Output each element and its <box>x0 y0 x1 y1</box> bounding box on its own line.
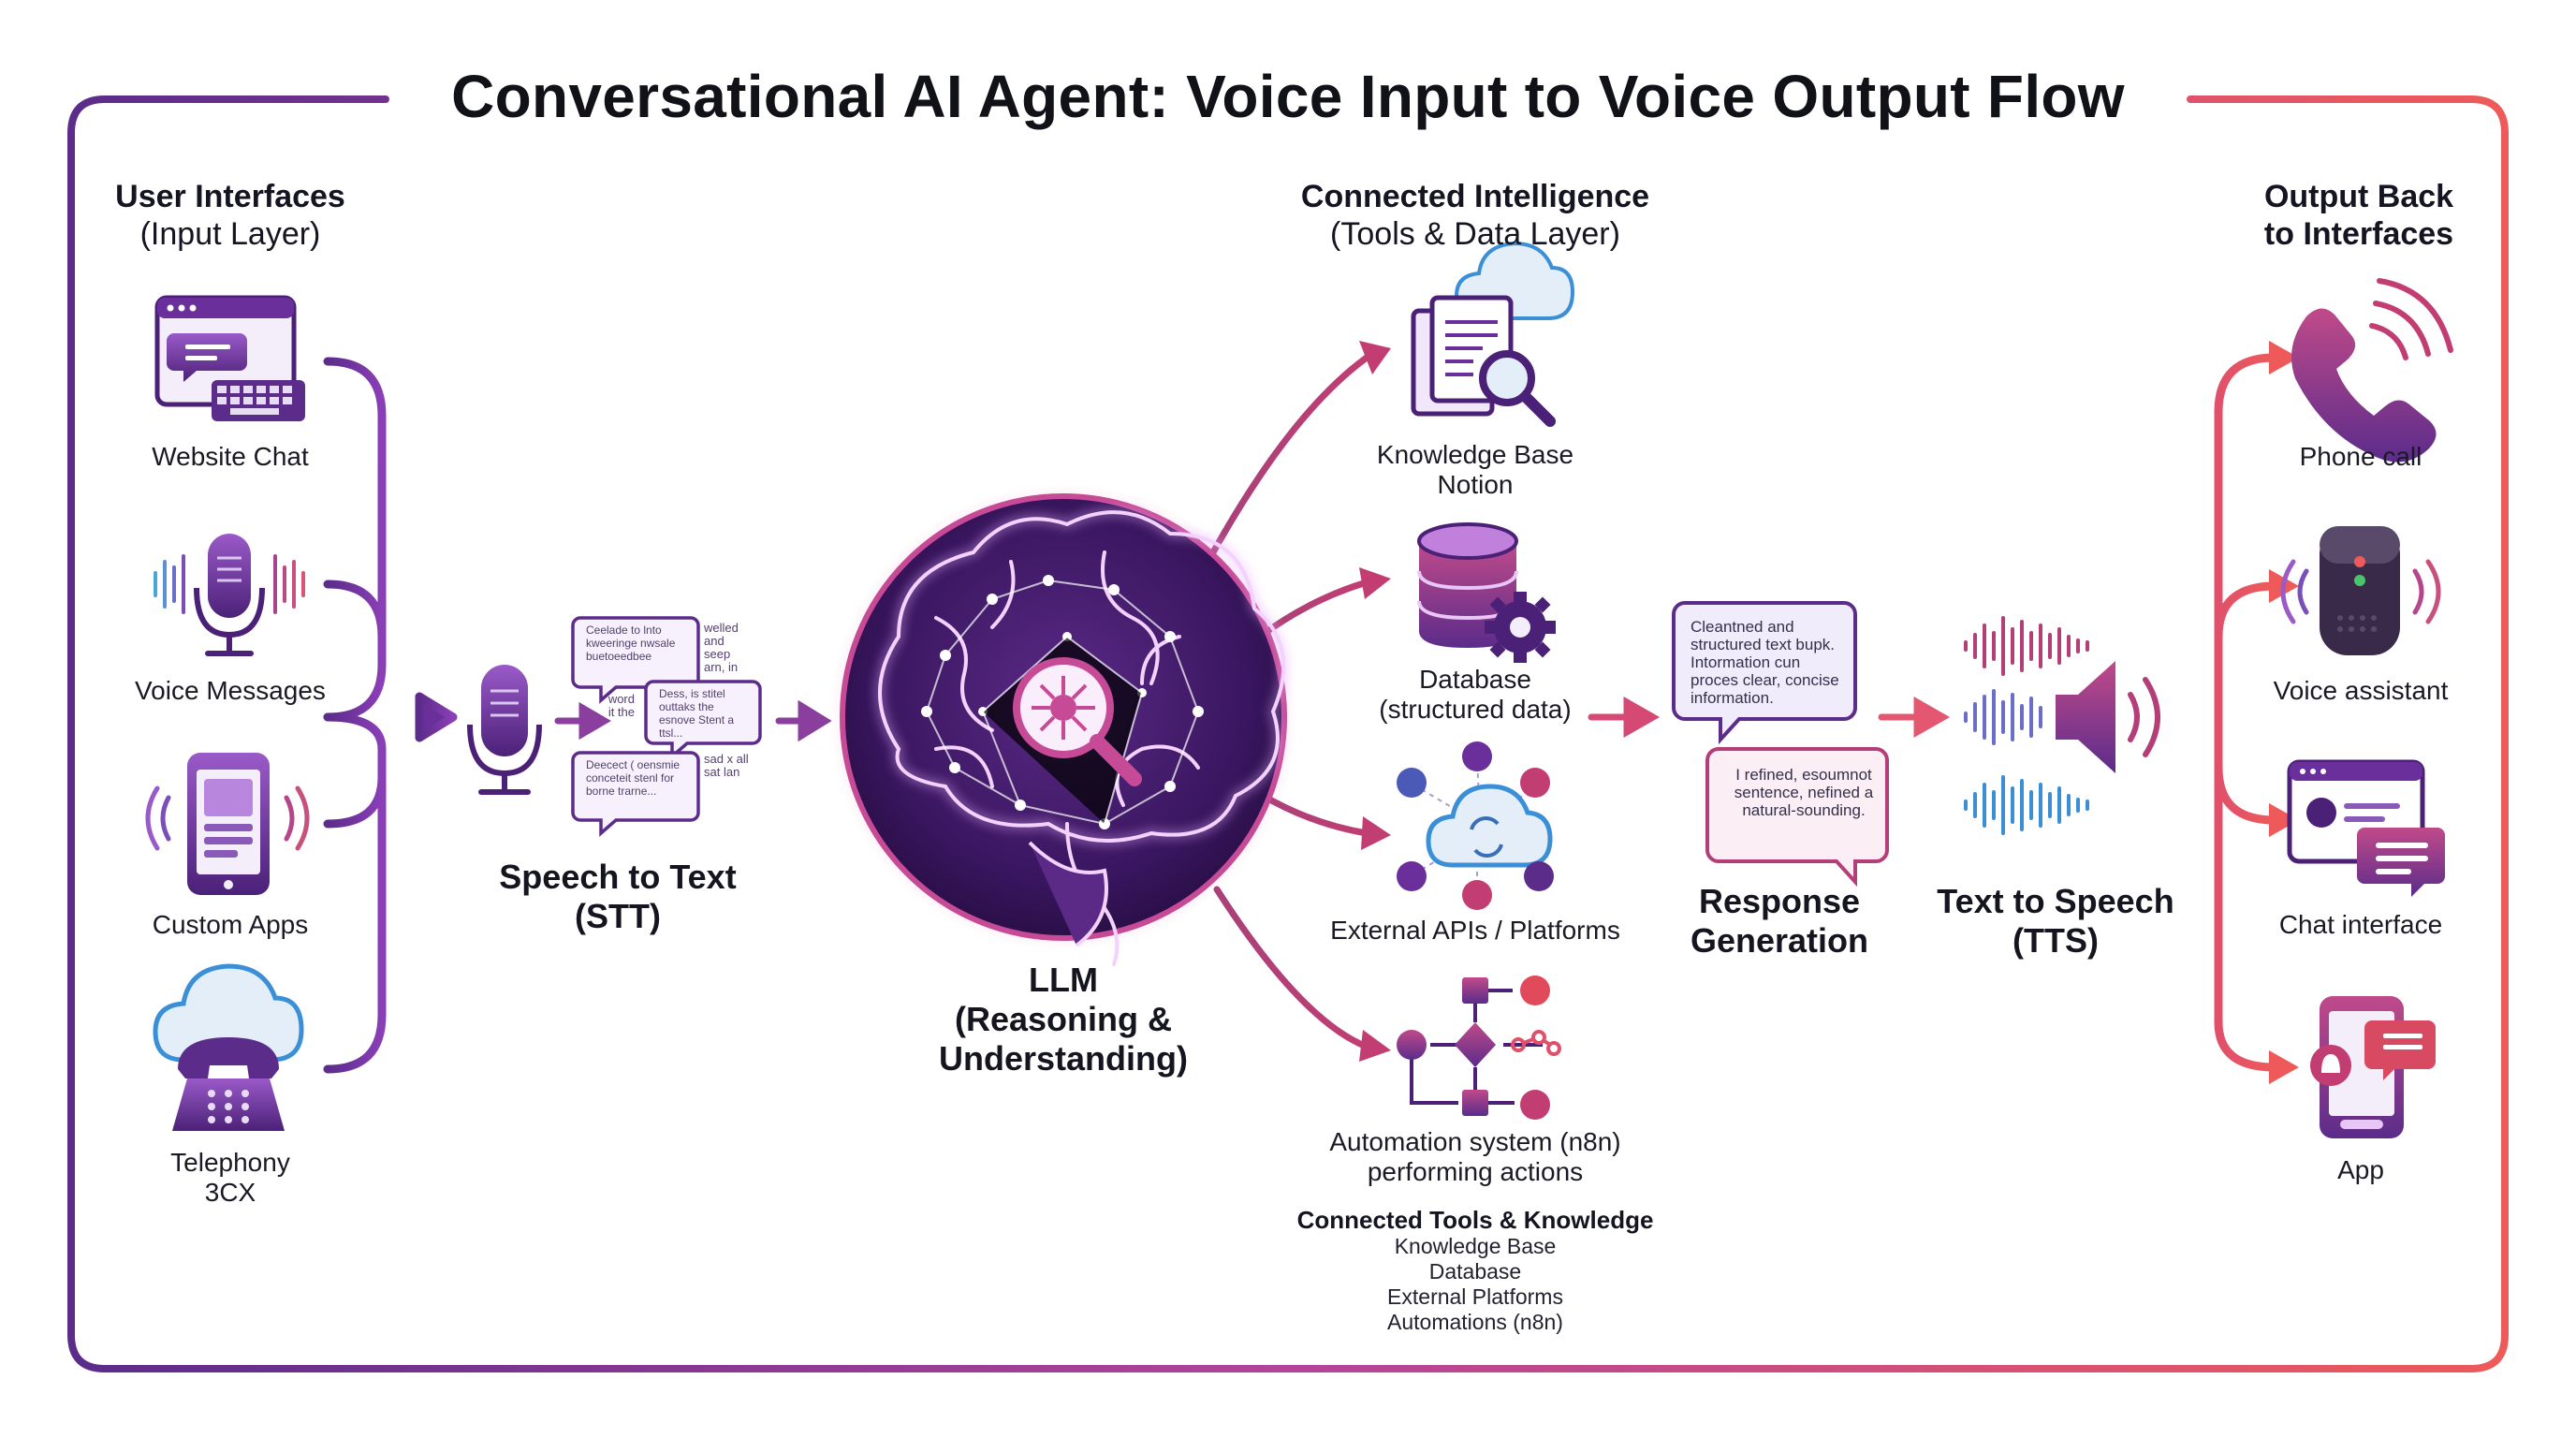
input-item-custom-apps: Custom Apps <box>152 910 309 939</box>
telephony-label: Telephony <box>170 1148 290 1177</box>
output-item-voice-assistant: Voice assistant <box>2273 676 2449 705</box>
llm-label-line-1: LLM <box>1029 961 1098 999</box>
automation-label-2: performing actions <box>1367 1157 1584 1186</box>
tools-footer-item: Knowledge Base <box>1394 1234 1557 1258</box>
page-title: Conversational AI Agent: Voice Input to … <box>451 63 2125 130</box>
tool-item-external-apis: External APIs / Platforms <box>1330 916 1620 945</box>
input-item-telephony: Telephony 3CX <box>90 1148 371 1208</box>
output-item-chat-interface: Chat interface <box>2278 910 2443 939</box>
tts-label-line-1: Text to Speech <box>1937 882 2174 920</box>
response-bubble-2-text: I refined, esoumnot sentence, nefined a … <box>1734 766 1874 819</box>
input-layer-title: User Interfaces <box>115 179 345 214</box>
llm-label: LLM (Reasoning & Understanding) <box>895 961 1232 1078</box>
output-item-phone-call: Phone call <box>2299 442 2422 471</box>
llm-label-line-3: Understanding) <box>939 1039 1188 1078</box>
database-label: Database <box>1419 665 1531 694</box>
stt-label: Speech to Text (STT) <box>468 858 768 936</box>
llm-label-line-2: (Reasoning & <box>954 1000 1172 1038</box>
stt-bubble-3-text: Deecect ( oensmie conceteit stenl for bo… <box>586 758 681 798</box>
tool-item-automation: Automation system (n8n) performing actio… <box>1279 1127 1672 1187</box>
document-search-icon <box>1411 241 1575 427</box>
smart-speaker-icon <box>2280 526 2441 655</box>
telephony-label-3cx: 3CX <box>204 1178 256 1207</box>
tools-layer-subtitle: (Tools & Data Layer) <box>1330 216 1620 252</box>
stt-bubble-1-text: Ceelade to lnto kweeringe nwsale buetoee… <box>586 624 676 663</box>
knowledge-base-label-2: Notion <box>1437 470 1514 499</box>
cloud-platforms-icon <box>1397 741 1554 910</box>
stt-side-text-1: welled and seep arn, in <box>704 621 739 674</box>
stt-microphone-icon <box>467 665 542 795</box>
stt-waveform <box>472 504 760 597</box>
tts-label: Text to Speech (TTS) <box>1915 882 2196 961</box>
input-layer-heading: User Interfaces (Input Layer) <box>90 178 371 253</box>
stt-bubbles <box>571 616 762 837</box>
input-item-website-chat: Website Chat <box>152 442 309 471</box>
tools-layer-title: Connected Intelligence <box>1300 179 1650 214</box>
output-layer-title: Output Back <box>2263 179 2454 214</box>
outer-frame <box>67 95 2509 1372</box>
microphone-icon <box>154 534 305 656</box>
stt-bubble-2-text: Dess, is stitel outtaks the esnove Stent… <box>659 687 735 740</box>
phone-call-icon <box>2291 278 2453 462</box>
app-notification-icon <box>2310 996 2436 1138</box>
tools-footer-item: External Platforms <box>1387 1284 1563 1309</box>
automation-label: Automation system (n8n) <box>1329 1127 1621 1156</box>
tool-item-database: Database (structured data) <box>1297 665 1653 725</box>
output-bracket <box>2176 353 2279 1072</box>
stt-label-line-1: Speech to Text <box>499 858 737 896</box>
output-layer-title-2: to Interfaces <box>2263 216 2454 252</box>
response-generation-label: Response Generation <box>1653 882 1906 961</box>
database-label-2: (structured data) <box>1379 695 1572 724</box>
output-item-app: App <box>2337 1155 2384 1184</box>
stt-side-text-2: word it the <box>607 692 635 719</box>
flow-arrows <box>554 696 1951 742</box>
tts-waveforms <box>1964 616 2089 835</box>
input-bracket <box>323 357 458 1074</box>
tools-layer-heading: Connected Intelligence (Tools & Data Lay… <box>1241 178 1709 253</box>
tools-footer-item: Database <box>1428 1259 1522 1284</box>
llm-brain-icon <box>829 483 1297 966</box>
cloud-telephone-icon <box>153 963 304 1131</box>
stt-side-text-3: sad x all sat lan <box>704 752 749 779</box>
output-layer-heading: Output Back to Interfaces <box>2228 178 2490 253</box>
chat-interface-icon <box>2287 759 2445 897</box>
tool-item-knowledge-base: Knowledge Base Notion <box>1297 440 1653 500</box>
response-label-line-2: Generation <box>1690 921 1869 960</box>
workflow-icon <box>1397 976 1561 1120</box>
knowledge-base-label: Knowledge Base <box>1376 440 1574 469</box>
speaker-icon <box>2056 661 2160 773</box>
tools-footer-item: Automations (n8n) <box>1387 1310 1563 1334</box>
website-chat-icon <box>154 295 305 421</box>
stt-label-line-2: (STT) <box>575 897 661 935</box>
input-layer-subtitle: (Input Layer) <box>139 216 321 252</box>
response-bubble-1-text: Cleantned and structured text bupk. Into… <box>1690 618 1839 707</box>
tools-footer: Connected Tools & Knowledge Knowledge Ba… <box>1260 1206 1690 1335</box>
response-label-line-1: Response <box>1698 882 1861 920</box>
smartphone-icon <box>145 753 310 895</box>
tts-label-line-2: (TTS) <box>2012 921 2099 960</box>
response-bubbles <box>1672 601 1889 888</box>
tool-fan-arrowheads <box>1359 341 1391 1062</box>
database-gear-icon <box>1417 522 1556 663</box>
input-item-voice-messages: Voice Messages <box>135 676 326 705</box>
tools-footer-heading: Connected Tools & Knowledge <box>1296 1206 1654 1234</box>
